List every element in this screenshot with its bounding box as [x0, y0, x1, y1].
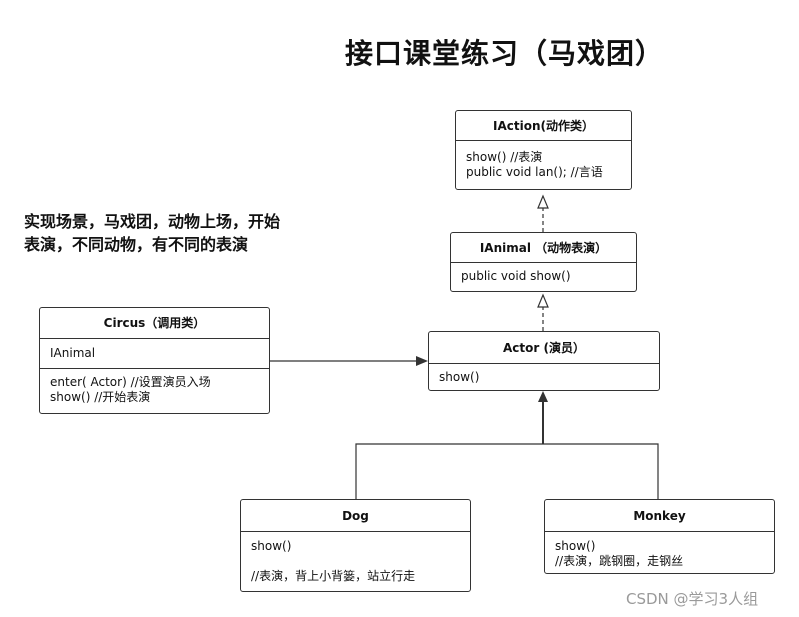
class-box-actor[interactable]: Actor (演员） show()	[428, 331, 660, 391]
class-name: Dog	[241, 500, 470, 532]
description-line-1: 实现场景，马戏团，动物上场，开始	[24, 212, 281, 231]
class-name: Monkey	[545, 500, 774, 532]
class-methods: show()	[429, 364, 659, 385]
class-attributes: IAnimal	[40, 339, 269, 369]
method-line: show()	[439, 370, 480, 384]
dog-inheritance-line	[355, 443, 543, 499]
diagram-title: 接口课堂练习（马戏团）	[345, 37, 665, 70]
class-box-circus[interactable]: Circus（调用类） IAnimal enter( Actor) //设置演员…	[39, 307, 270, 414]
actor-association-arrowhead	[416, 356, 428, 366]
class-box-dog[interactable]: Dog show() //表演，背上小背篓，站立行走	[240, 499, 471, 592]
class-methods: show() //表演，背上小背篓，站立行走	[241, 532, 470, 584]
class-box-monkey[interactable]: Monkey show() //表演，跳钢圈，走钢丝	[544, 499, 775, 574]
description-line-2: 表演，不同动物，有不同的表演	[24, 235, 249, 254]
class-methods: show() //表演，跳钢圈，走钢丝	[545, 532, 774, 569]
method-line: show()	[251, 539, 292, 553]
method-line: show()	[555, 539, 596, 553]
scenario-description: 实现场景，马戏团，动物上场，开始 表演，不同动物，有不同的表演	[24, 210, 280, 256]
method-line: show() //开始表演	[50, 390, 151, 404]
class-name: IAnimal （动物表演）	[451, 233, 636, 263]
method-line: public void lan(); //言语	[466, 165, 603, 179]
class-name: Actor (演员）	[429, 332, 659, 364]
class-box-ianimal[interactable]: IAnimal （动物表演） public void show()	[450, 232, 637, 292]
method-line: public void show()	[461, 269, 571, 283]
method-line: enter( Actor) //设置演员入场	[50, 375, 211, 389]
actor-inheritance-arrowhead	[538, 391, 548, 402]
monkey-inheritance-line	[543, 443, 659, 499]
class-methods: public void show()	[451, 263, 636, 284]
source-watermark: CSDN @学习3人组	[626, 590, 759, 608]
class-name: Circus（调用类）	[40, 308, 269, 339]
method-line: show() //表演	[466, 150, 543, 164]
class-box-iaction[interactable]: IAction(动作类） show() //表演 public void lan…	[455, 110, 632, 190]
class-methods: enter( Actor) //设置演员入场 show() //开始表演	[40, 369, 269, 405]
ianimal-hollow-arrowhead	[537, 293, 549, 308]
class-name: IAction(动作类）	[456, 111, 631, 141]
iaction-hollow-arrowhead	[537, 194, 549, 209]
method-line: //表演，背上小背篓，站立行走	[251, 569, 416, 583]
method-line	[251, 554, 460, 569]
class-methods: show() //表演 public void lan(); //言语	[456, 141, 631, 180]
attribute-line: IAnimal	[50, 346, 96, 360]
method-line: //表演，跳钢圈，走钢丝	[555, 554, 684, 568]
